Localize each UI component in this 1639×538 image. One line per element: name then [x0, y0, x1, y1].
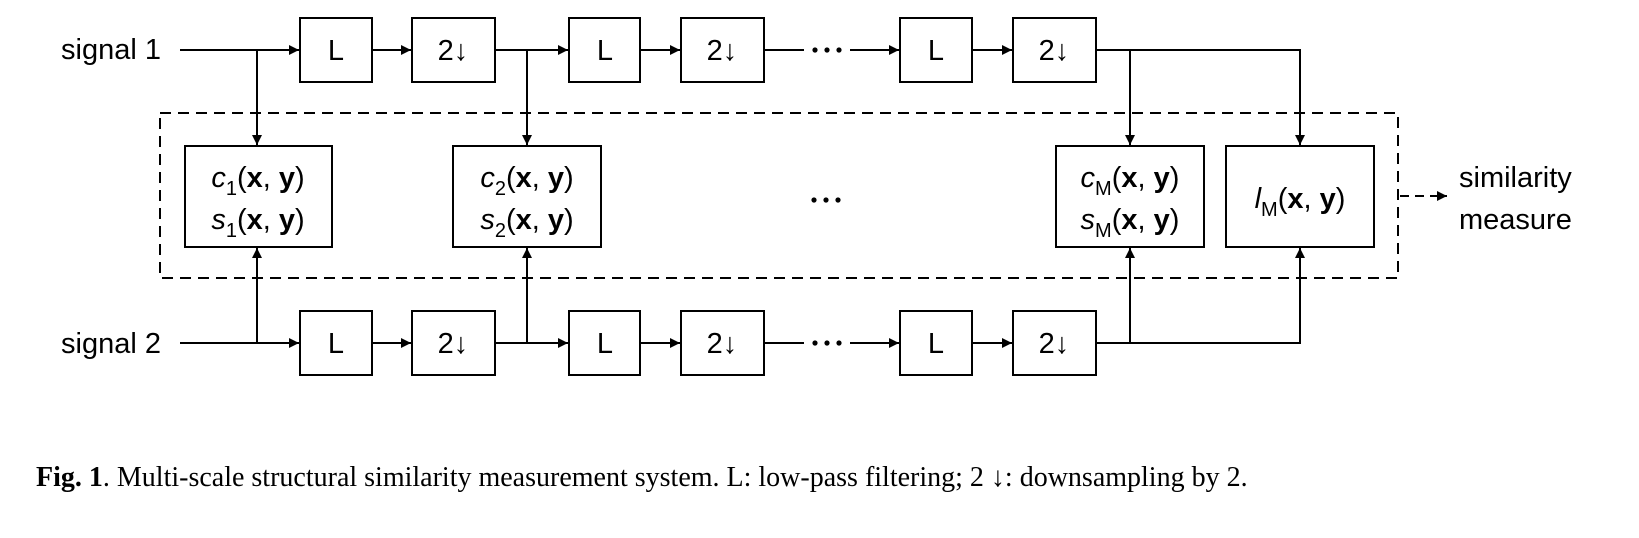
- structure-1-expr: s1(x, y): [211, 204, 304, 242]
- svg-text:2↓: 2↓: [438, 328, 469, 360]
- svg-text:2↓: 2↓: [1039, 35, 1070, 67]
- svg-text:L: L: [597, 35, 613, 67]
- svg-text:L: L: [328, 35, 344, 67]
- top-lowpass-1: L: [299, 17, 373, 83]
- cs-block-1: c1(x, y) s1(x, y): [184, 145, 333, 248]
- similarity-measure-label-1: similarity: [1459, 162, 1572, 194]
- top-downsample-2: 2↓: [680, 17, 765, 83]
- signal-2-label: signal 2: [61, 328, 161, 360]
- bottom-downsample-2: 2↓: [680, 310, 765, 376]
- bottom-lowpass-1: L: [299, 310, 373, 376]
- bottom-downsample-1: 2↓: [411, 310, 496, 376]
- bottom-downsample-m: 2↓: [1012, 310, 1097, 376]
- luminance-m-expr: lM(x, y): [1255, 183, 1346, 221]
- similarity-measure-label-2: measure: [1459, 204, 1572, 236]
- contrast-2-expr: c2(x, y): [480, 162, 573, 200]
- svg-text:L: L: [597, 328, 613, 360]
- structure-2-expr: s2(x, y): [480, 204, 573, 242]
- stage-ellipsis: [811, 197, 841, 203]
- contrast-1-expr: c1(x, y): [211, 162, 304, 200]
- cs-block-m: cM(x, y) sM(x, y): [1055, 145, 1205, 248]
- svg-text:2↓: 2↓: [707, 35, 738, 67]
- svg-text:2↓: 2↓: [1039, 328, 1070, 360]
- contrast-m-expr: cM(x, y): [1081, 162, 1180, 200]
- svg-text:L: L: [328, 328, 344, 360]
- top-lowpass-m: L: [899, 17, 973, 83]
- top-downsample-m: 2↓: [1012, 17, 1097, 83]
- svg-text:2↓: 2↓: [707, 328, 738, 360]
- figure-caption-text: . Multi-scale structural similarity meas…: [102, 462, 1248, 493]
- figure-label: Fig. 1: [36, 462, 103, 493]
- svg-text:2↓: 2↓: [438, 35, 469, 67]
- bottom-lowpass-2: L: [568, 310, 641, 376]
- cs-block-2: c2(x, y) s2(x, y): [452, 145, 602, 248]
- svg-text:L: L: [928, 328, 944, 360]
- top-ellipsis: [812, 47, 842, 53]
- bottom-ellipsis: [812, 340, 842, 346]
- top-downsample-1: 2↓: [411, 17, 496, 83]
- top-lowpass-2: L: [568, 17, 641, 83]
- structure-m-expr: sM(x, y): [1081, 204, 1180, 242]
- signal-1-label: signal 1: [61, 34, 161, 66]
- measurement-enclosure: [159, 112, 1399, 279]
- svg-text:L: L: [928, 35, 944, 67]
- luminance-block: lM(x, y): [1225, 145, 1375, 248]
- figure-caption: Fig. 1. Multi-scale structural similarit…: [36, 462, 1626, 494]
- bottom-lowpass-m: L: [899, 310, 973, 376]
